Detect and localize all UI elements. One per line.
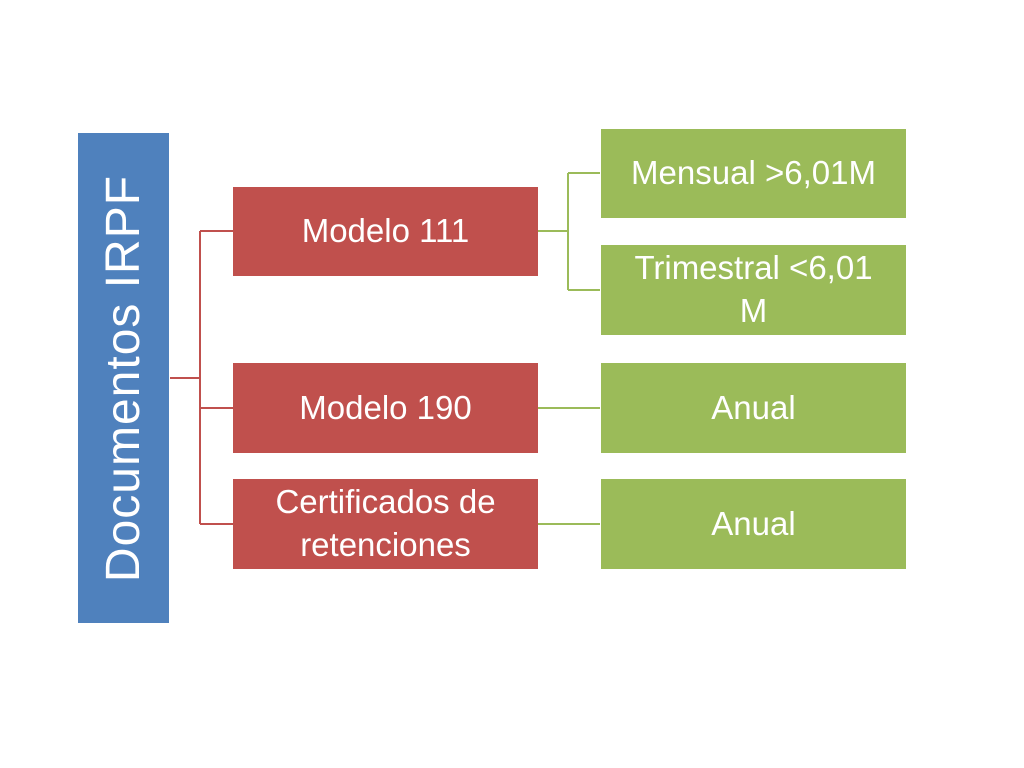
node-modelo-190-label: Modelo 190 xyxy=(299,388,472,426)
node-modelo-111: Modelo 111 xyxy=(233,187,538,276)
node-mensual: Mensual >6,01M xyxy=(601,129,906,218)
node-modelo-111-label: Modelo 111 xyxy=(301,212,470,250)
node-certificados: Certificados de retenciones xyxy=(233,479,538,569)
node-certificados-label: Certificados de retenciones xyxy=(275,483,496,563)
node-modelo-190: Modelo 190 xyxy=(233,363,538,453)
node-anual-190: Anual xyxy=(601,363,906,453)
node-anual-certificados: Anual xyxy=(601,479,906,569)
node-trimestral: Trimestral <6,01 M xyxy=(601,245,906,335)
node-anual-190-label: Anual xyxy=(711,388,796,426)
node-trimestral-label: Trimestral <6,01 M xyxy=(634,249,873,329)
node-anual-certificados-label: Anual xyxy=(711,504,796,542)
node-mensual-label: Mensual >6,01M xyxy=(631,154,876,192)
root-node: Documentos IRPF xyxy=(78,133,169,623)
root-node-label: Documentos IRPF xyxy=(97,174,151,582)
